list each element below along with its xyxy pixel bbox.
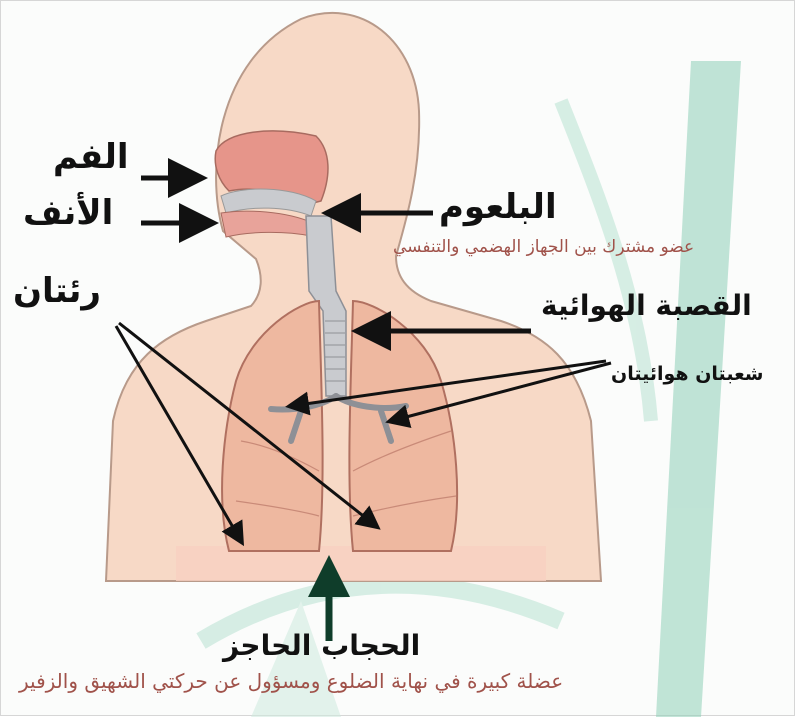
label-diaphragm: الحجاب الحاجز [223, 629, 420, 662]
diaphragm-note: عضلة كبيرة في نهاية الضلوع ومسؤول عن حرك… [19, 669, 563, 693]
label-nose: الأنف [23, 193, 113, 233]
nasal-cavity [215, 131, 328, 216]
label-lungs: رئتان [13, 271, 101, 311]
pharynx-note: عضو مشترك بين الجهاز الهضمي والتنفسي [393, 237, 694, 257]
label-bronchi: شعبتان هوائيتان [611, 363, 763, 385]
label-trachea: القصبة الهوائية [541, 289, 752, 322]
label-pharynx: البلعوم [439, 187, 557, 227]
label-mouth: الفم [53, 137, 129, 177]
